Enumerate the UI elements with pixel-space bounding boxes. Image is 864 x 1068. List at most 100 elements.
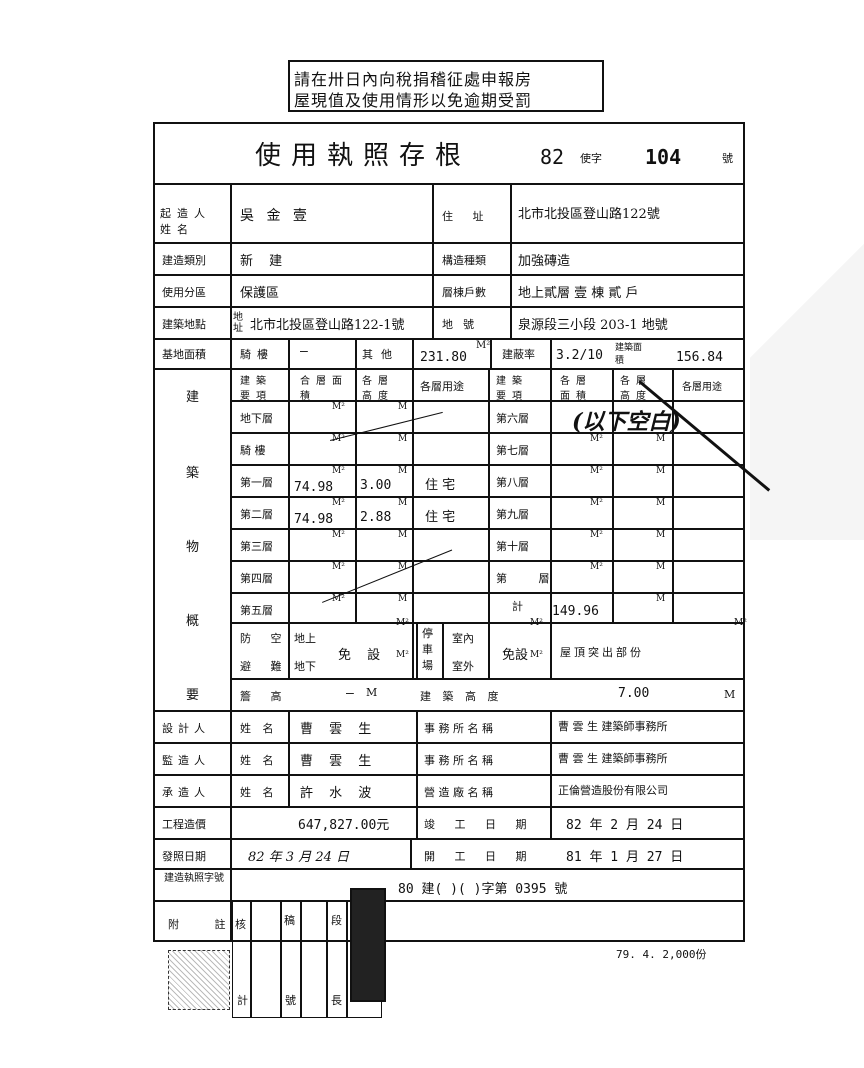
location-label: 建築地點 [162, 318, 206, 331]
review-char-6: 長 [331, 994, 342, 1007]
side-char-2: 築 [186, 466, 200, 481]
arcade-value: — [300, 344, 308, 359]
site-area-label: 基地面積 [162, 348, 206, 361]
floor-name: 第七層 [496, 444, 529, 457]
shelter-label-1: 防 空 [240, 632, 290, 645]
floor-use: 住 宅 [425, 510, 456, 525]
permit-ref-value: 80 建( )( )字第 0395 號 [398, 882, 568, 897]
floor-name: 第四層 [240, 572, 273, 585]
below-blank-note: (以下空白) [572, 409, 681, 435]
hdr-height: 各層高度 [362, 376, 394, 402]
side-char-4: 概 [186, 614, 200, 629]
completion-label: 竣 工 日 期 [424, 818, 535, 831]
floor-area: 74.98 [294, 480, 334, 495]
review-char-4: 計 [237, 994, 248, 1007]
structure-label: 構造種類 [442, 254, 486, 267]
side-char-1: 建 [186, 390, 200, 405]
building-height-label: 建 築 高 度 [420, 690, 503, 703]
hdr-item-2: 建築要項 [496, 376, 528, 402]
floor-name: 第九層 [496, 508, 529, 521]
side-char-3: 物 [186, 540, 200, 555]
floor-name: 第六層 [496, 412, 529, 425]
shelter-above: 地上 [294, 632, 316, 645]
notice-line-1: 請在卅日內向稅捐稽征處申報房 [294, 70, 533, 89]
contractor-office-label: 營 造 廠 名 稱 [424, 786, 493, 799]
shelter-status: 免 設 [338, 648, 387, 663]
notice-stamp: 請在卅日內向稅捐稽征處申報房 屋現值及使用情形以免逾期受罰 [288, 60, 604, 112]
lot-label: 地號 [442, 318, 484, 331]
start-date: 81 年 1 月 27 日 [566, 850, 684, 865]
other-unit: M² [476, 340, 491, 351]
permit-year: 82 [540, 145, 565, 169]
designer-role: 設計人 [162, 722, 210, 735]
overlapping-page [750, 160, 864, 540]
official-seal [350, 888, 386, 1002]
start-label: 開 工 日 期 [424, 850, 535, 863]
floors-count-value: 地上貳層 壹 棟 貳 戶 [518, 286, 639, 301]
location-addr-prefix: 地址 [233, 312, 243, 334]
designer-office-label: 事 務 所 名 稱 [424, 722, 493, 735]
permit-ref-label: 建造執照字號 [164, 873, 224, 884]
applicant-name: 吳 金 壹 [240, 208, 311, 224]
floor-name: 計 [512, 600, 523, 613]
floor-name: 第五層 [240, 604, 273, 617]
permit-word: 使字 [580, 152, 602, 165]
building-height-unit: M [724, 688, 736, 701]
floor-name: 第 層 [496, 572, 564, 585]
review-char-2: 稿 [284, 914, 295, 927]
other-label: 其他 [362, 348, 400, 361]
coverage-label: 建蔽率 [502, 348, 535, 361]
eaves-value: — [346, 686, 354, 701]
hdr-area-2: 各層面積 [560, 376, 592, 402]
supervisor-role: 監造人 [162, 754, 210, 767]
total-area: 149.96 [552, 604, 599, 619]
completion-date: 82 年 2 月 24 日 [566, 818, 684, 833]
designer-office: 曹 雲 生 建築師事務所 [558, 720, 668, 733]
floor-height: 2.88 [360, 510, 392, 525]
cost-value: 647,827.00元 [298, 818, 390, 833]
supervisor-name: 曹 雲 生 [300, 754, 378, 769]
designer-name-label: 姓 名 [240, 722, 278, 735]
floor-name: 第三層 [240, 540, 273, 553]
location-address: 北市北投區登山路122-1號 [250, 318, 405, 333]
structure-value: 加強磚造 [518, 254, 571, 269]
parking-status: 免設 [502, 648, 529, 663]
roof-label: 屋頂突出部份 [560, 646, 644, 659]
floor-name: 第一層 [240, 476, 273, 489]
contractor-name-label: 姓 名 [240, 786, 278, 799]
address-label: 住 址 [442, 210, 492, 223]
supervisor-office: 曹 雲 生 建築師事務所 [558, 752, 668, 765]
hdr-height-2: 各層高度 [620, 376, 652, 402]
parking-indoor: 室內 [452, 632, 474, 645]
hdr-use-2: 各層用途 [682, 382, 722, 393]
shelter-below: 地下 [294, 660, 316, 673]
issue-label: 發照日期 [162, 850, 206, 863]
building-height-value: 7.00 [618, 686, 650, 701]
permit-suffix: 號 [722, 152, 733, 165]
floor-height: 3.00 [360, 478, 392, 493]
zoning-value: 保護區 [240, 286, 280, 301]
applicant-address: 北市北投區登山路122號 [518, 207, 660, 222]
building-area-label: 建築面積 [615, 343, 643, 366]
hdr-area: 合層面積 [300, 376, 348, 402]
supervisor-office-label: 事 務 所 名 稱 [424, 754, 493, 767]
coverage-value: 3.2/10 [556, 348, 603, 363]
parking-label: 停車場 [422, 627, 433, 672]
other-value: 231.80 [420, 350, 467, 365]
review-char-1: 核 [235, 918, 246, 931]
shelter-label-2: 避 難 [240, 660, 290, 673]
contractor-role: 承造人 [162, 786, 210, 799]
note-label: 附 註 [168, 918, 242, 931]
review-char-3: 段 [331, 914, 342, 927]
form-border [153, 122, 745, 942]
floor-area: 74.98 [294, 512, 334, 527]
build-type-value: 新 建 [240, 254, 289, 269]
permit-number: 104 [645, 145, 682, 169]
review-char-5: 號 [285, 994, 296, 1007]
hdr-item: 建築要項 [240, 376, 272, 402]
building-area-value: 156.84 [676, 350, 723, 365]
notice-line-2: 屋現值及使用情形以免逾期受罰 [294, 91, 533, 110]
floor-name: 騎 樓 [240, 444, 266, 457]
arcade-label: 騎樓 [240, 348, 274, 361]
corner-seal [168, 950, 230, 1010]
